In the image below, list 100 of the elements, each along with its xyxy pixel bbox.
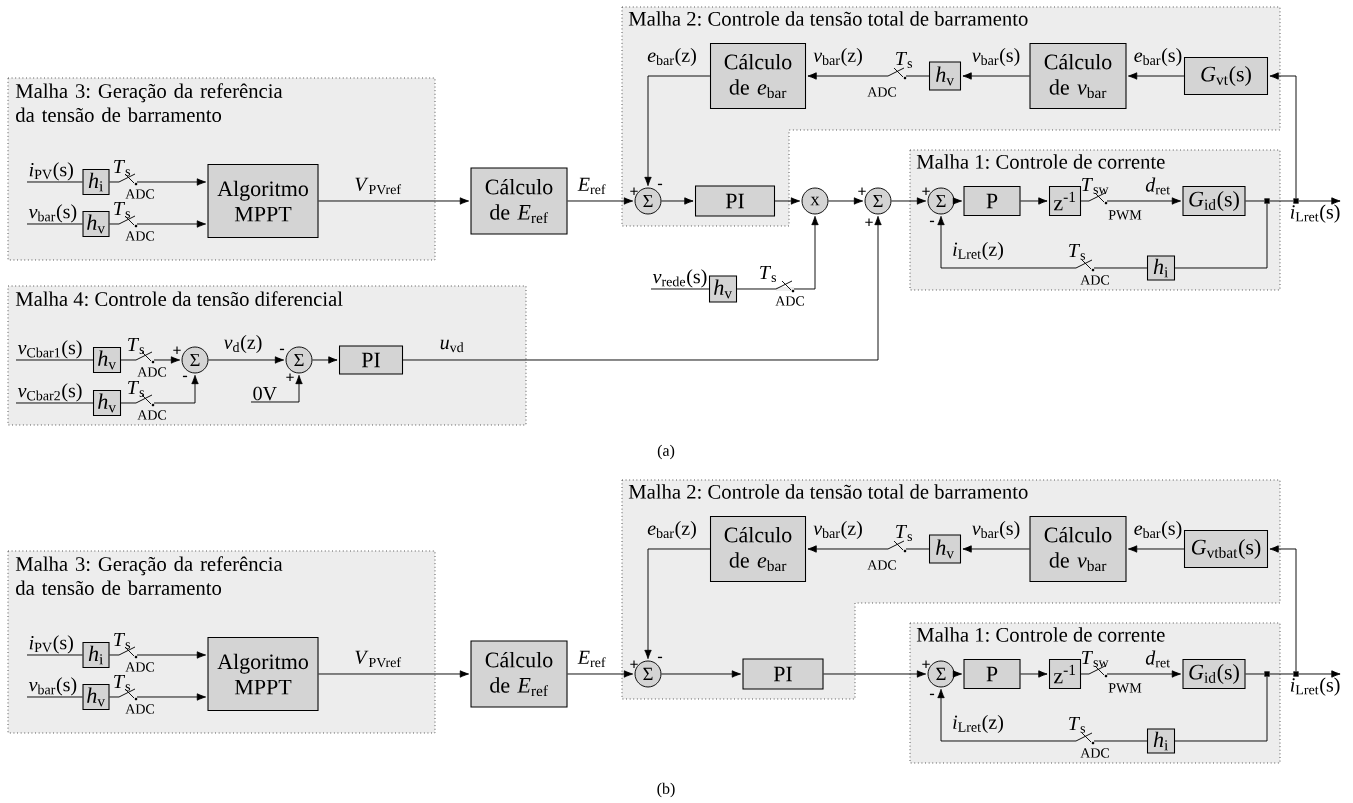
delay-block: z$^{-1}$ xyxy=(1048,658,1082,690)
signal-line xyxy=(15,359,94,361)
signal-line xyxy=(1269,673,1294,675)
calculation-block: Cálculo de v$_{bar}$ xyxy=(1029,515,1127,583)
arrow xyxy=(736,215,819,290)
signal-line xyxy=(1174,676,1268,742)
converter-label: ADC xyxy=(137,367,166,377)
converter-label: ADC xyxy=(125,231,154,241)
sign-label: + xyxy=(865,218,873,226)
arrow xyxy=(644,75,711,187)
sampling-label: T$_{s}$ xyxy=(896,524,913,542)
signal-line xyxy=(1269,200,1294,202)
arrow xyxy=(952,670,962,678)
sign-label: - xyxy=(657,183,663,186)
arrow xyxy=(1020,670,1048,678)
sampling-label: T$_{s}$ xyxy=(1069,716,1086,734)
signal-line xyxy=(1174,203,1268,269)
signal-line xyxy=(1245,200,1265,202)
arrow xyxy=(312,356,338,364)
transfer-function-block: G$_{vtbat}$(s) xyxy=(1183,529,1269,569)
subfigure-label: (b) xyxy=(657,782,675,798)
arrow xyxy=(937,688,1148,742)
sign-label: + xyxy=(858,187,866,195)
sampling-label: T$_{s}$ xyxy=(114,674,131,692)
signal-label: E$_{ref}$ xyxy=(577,650,606,668)
signal-label: u$_{vd}$ xyxy=(440,339,464,353)
summing-junction: Σ xyxy=(181,346,209,374)
converter-label: ADC xyxy=(775,296,804,306)
arrow xyxy=(1298,670,1341,678)
signal-line xyxy=(15,402,94,404)
signal-label: i$_{Lret}$(z) xyxy=(953,714,1003,734)
sign-label: + xyxy=(286,373,294,381)
sampling-label: T$_{s}$ xyxy=(128,380,145,398)
arrow xyxy=(250,374,303,403)
sampling-label: T$_{s}$ xyxy=(896,51,913,69)
arrow xyxy=(962,545,1030,553)
arrow xyxy=(1080,197,1181,205)
sign-label: - xyxy=(182,375,188,378)
signal-line xyxy=(26,654,83,656)
arrow xyxy=(318,670,469,678)
arrow xyxy=(1298,197,1341,205)
arrow xyxy=(120,374,199,404)
signal-label: 0V xyxy=(253,386,277,401)
signal-line xyxy=(650,288,710,290)
arrow xyxy=(828,197,864,205)
arrow xyxy=(567,197,634,205)
signal-label: i$_{Lret}$(s) xyxy=(1290,677,1340,696)
gain-block: h$_{i}$ xyxy=(82,641,110,669)
signal-label: V$_{PVref}$ xyxy=(355,650,402,668)
arrow xyxy=(891,197,927,205)
calculation-block: Cálculo de E$_{ref}$ xyxy=(470,167,568,235)
arrow xyxy=(1080,670,1181,678)
controller-block: PI xyxy=(742,658,824,690)
signal-label: v$_{bar}$(s) xyxy=(28,677,77,696)
arrow xyxy=(318,197,469,205)
sampling-label: T$_{s}$ xyxy=(114,632,131,650)
controller-block: P xyxy=(963,658,1021,690)
sign-label: - xyxy=(657,656,663,659)
signal-label: i$_{PV}$(s) xyxy=(29,635,73,654)
arrow xyxy=(937,215,1148,269)
gain-block: h$_{i}$ xyxy=(1146,255,1176,281)
signal-label: v$_{bar}$(z) xyxy=(813,520,862,540)
arrow xyxy=(807,545,930,553)
calculation-block: Cálculo de v$_{bar}$ xyxy=(1029,42,1127,110)
sampling-label: T$_{s}$ xyxy=(114,201,131,219)
signal-label: i$_{Lret}$(z) xyxy=(953,241,1003,261)
arrow xyxy=(807,72,930,80)
controller-block: P xyxy=(963,185,1021,217)
signal-label: E$_{ref}$ xyxy=(577,177,606,195)
arrow xyxy=(644,548,711,660)
signal-line xyxy=(26,223,83,225)
controller-block: PI xyxy=(694,185,776,217)
signal-label: v$_{Cbar1}$(s) xyxy=(17,340,82,359)
arrow xyxy=(208,356,285,364)
arrow xyxy=(109,693,206,701)
gain-block: h$_{v}$ xyxy=(92,389,122,417)
signal-line xyxy=(1245,673,1265,675)
arrow xyxy=(661,197,694,205)
sign-label: + xyxy=(173,346,181,354)
converter-label: ADC xyxy=(125,662,154,672)
transfer-function-block: G$_{vt}$(s) xyxy=(1183,56,1269,96)
gain-block: h$_{v}$ xyxy=(928,61,962,91)
converter-label: ADC xyxy=(125,704,154,714)
signal-label: v$_{Cbar2}$(s) xyxy=(17,383,82,402)
arrow xyxy=(120,356,181,364)
algorithm-block: Algoritmo MPPT xyxy=(207,163,319,239)
sampling-label: T$_{s}$ xyxy=(760,265,777,283)
arrow xyxy=(823,670,927,678)
converter-label: ADC xyxy=(867,87,896,97)
signal-label: d$_{ret}$ xyxy=(1145,650,1170,668)
signal-label: V$_{PVref}$ xyxy=(355,177,402,195)
signal-label: e$_{bar}$(s) xyxy=(1134,520,1182,540)
arrow xyxy=(1269,545,1297,672)
signal-line xyxy=(26,696,83,698)
arrow xyxy=(1128,545,1185,553)
arrow xyxy=(962,72,1030,80)
signal-label: e$_{bar}$(z) xyxy=(647,47,696,67)
sampling-label: T$_{s}$ xyxy=(1069,243,1086,261)
sign-label: - xyxy=(929,220,935,223)
sign-label: + xyxy=(922,187,930,195)
